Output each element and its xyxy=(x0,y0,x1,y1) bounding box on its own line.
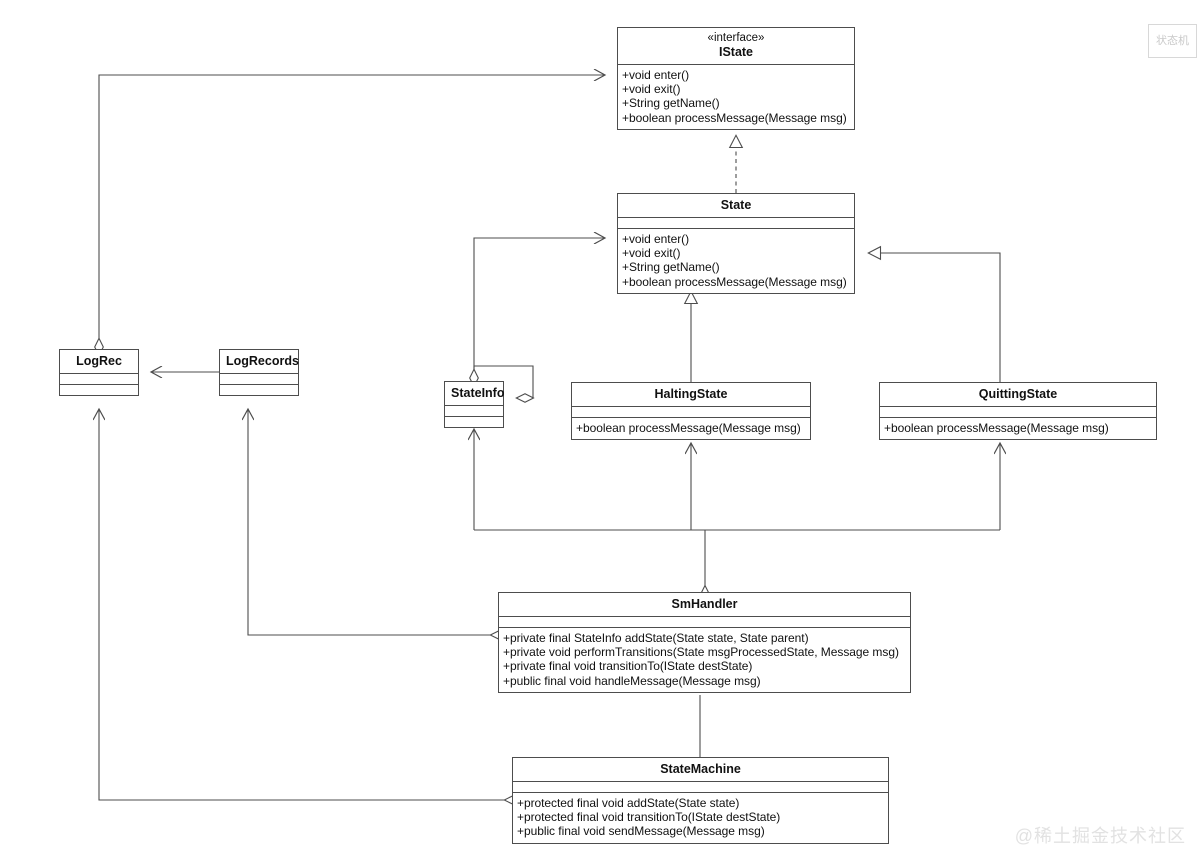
class-box-smhandler[interactable]: SmHandler +private final StateInfo addSt… xyxy=(498,592,911,693)
class-name-logrec: LogRec xyxy=(76,354,122,368)
class-attributes-quittingstate xyxy=(880,406,1156,417)
wire-stateinfo-state xyxy=(473,238,605,370)
class-title-smhandler: SmHandler xyxy=(499,593,910,616)
member-row: +boolean processMessage(Message msg) xyxy=(622,274,847,289)
class-box-state[interactable]: State +void enter() +void exit() +String… xyxy=(617,193,855,294)
member-row: +void enter() xyxy=(622,68,690,82)
class-attributes-smhandler xyxy=(499,616,910,627)
class-attributes-statemachine xyxy=(513,781,888,792)
class-name-statemachine: StateMachine xyxy=(660,762,741,776)
class-title-state: State xyxy=(618,194,854,217)
member-row: +void enter() xyxy=(622,232,690,246)
class-attributes-logrecords xyxy=(220,373,298,384)
class-name-state: State xyxy=(720,198,752,212)
watermark: @稀土掘金技术社区 xyxy=(1014,826,1186,846)
class-name-logrecords: LogRecords xyxy=(226,354,299,368)
class-name-smhandler: SmHandler xyxy=(671,597,738,611)
class-title-statemachine: StateMachine xyxy=(513,758,888,781)
class-title-quittingstate: QuittingState xyxy=(880,383,1156,406)
class-members-statemachine: +protected final void addState(State sta… xyxy=(513,792,888,843)
wire-smhandler-logrecords xyxy=(248,409,490,635)
class-attributes-logrec xyxy=(60,373,138,384)
class-members-smhandler: +private final StateInfo addState(State … xyxy=(499,627,910,692)
class-title-logrec: LogRec xyxy=(60,350,138,373)
member-row: +boolean processMessage(Message msg) xyxy=(884,421,1109,435)
diagram-note-box: 状态机 xyxy=(1148,24,1197,58)
class-box-haltingstate[interactable]: HaltingState +boolean processMessage(Mes… xyxy=(571,382,811,441)
wire-logrec-istate xyxy=(99,75,605,338)
class-attributes-haltingstate xyxy=(572,406,810,417)
class-name-quittingstate: QuittingState xyxy=(978,387,1058,401)
class-name-istate: IState xyxy=(718,45,754,59)
class-members-haltingstate: +boolean processMessage(Message msg) xyxy=(572,417,810,439)
class-box-logrecords[interactable]: LogRecords xyxy=(219,349,299,396)
class-box-logrec[interactable]: LogRec xyxy=(59,349,139,396)
member-row: +private void performTransitions(State m… xyxy=(503,645,899,660)
class-members-logrecords xyxy=(220,384,298,395)
class-members-stateinfo xyxy=(445,416,503,427)
member-row: +private final void transitionTo(IState … xyxy=(503,659,753,674)
class-title-haltingstate: HaltingState xyxy=(572,383,810,406)
member-row: +void exit() xyxy=(622,82,681,97)
class-box-stateinfo[interactable]: StateInfo xyxy=(444,381,504,428)
class-attributes-state xyxy=(618,217,854,228)
class-name-stateinfo: StateInfo xyxy=(451,386,505,400)
class-members-logrec xyxy=(60,384,138,395)
class-members-state: +void enter() +void exit() +String getNa… xyxy=(618,228,854,293)
class-title-stateinfo: StateInfo xyxy=(445,382,505,405)
member-row: +protected final void transitionTo(IStat… xyxy=(517,810,781,825)
member-row: +private final StateInfo addState(State … xyxy=(503,631,809,645)
member-row: +boolean processMessage(Message msg) xyxy=(576,421,801,435)
member-row: +void exit() xyxy=(622,246,681,261)
wire-statemachine-logrec xyxy=(99,409,504,800)
member-row: +public final void handleMessage(Message… xyxy=(503,673,761,688)
class-name-haltingstate: HaltingState xyxy=(654,387,728,401)
member-row: +String getName() xyxy=(622,260,720,275)
member-row: +public final void sendMessage(Message m… xyxy=(517,824,765,839)
class-title-logrecords: LogRecords xyxy=(220,350,299,373)
class-box-statemachine[interactable]: StateMachine +protected final void addSt… xyxy=(512,757,889,844)
class-box-istate[interactable]: «interface» IState +void enter() +void e… xyxy=(617,27,855,130)
wire-quittingstate-state xyxy=(867,245,1001,382)
class-title-istate: «interface» IState xyxy=(618,28,854,64)
class-members-istate: +void enter() +void exit() +String getNa… xyxy=(618,64,854,129)
member-row: +boolean processMessage(Message msg) xyxy=(622,110,847,125)
member-row: +String getName() xyxy=(622,96,720,111)
class-box-quittingstate[interactable]: QuittingState +boolean processMessage(Me… xyxy=(879,382,1157,441)
class-members-quittingstate: +boolean processMessage(Message msg) xyxy=(880,417,1156,439)
member-row: +protected final void addState(State sta… xyxy=(517,796,740,810)
class-attributes-stateinfo xyxy=(445,405,503,416)
class-stereotype-istate: «interface» xyxy=(707,32,765,44)
